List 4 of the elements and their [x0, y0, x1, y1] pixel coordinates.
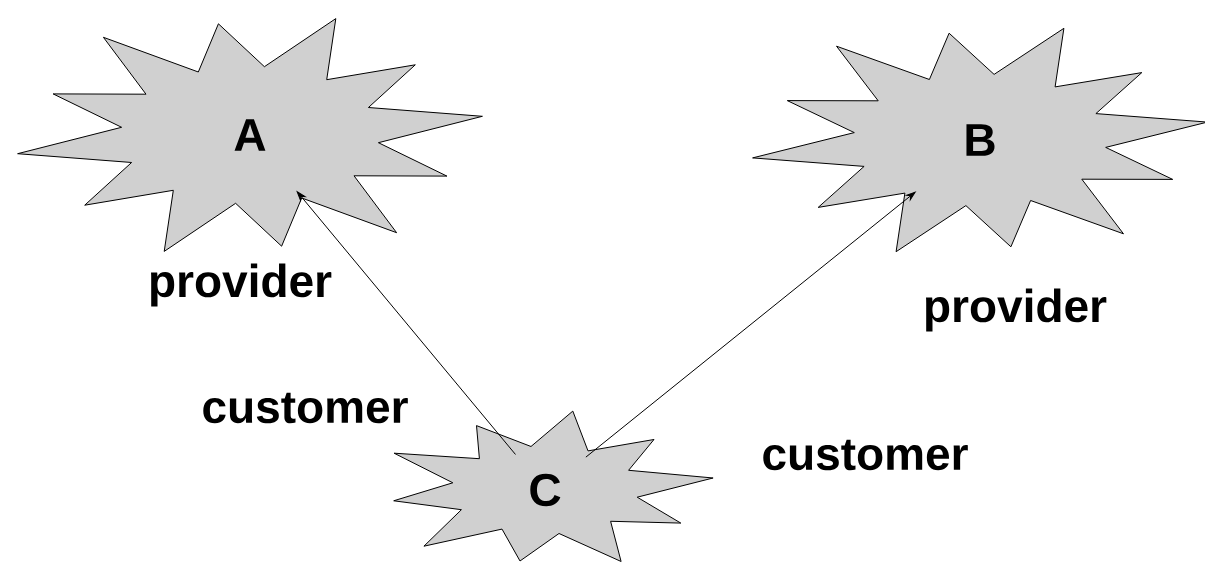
starburst: A: [17, 18, 483, 252]
starburst: B: [752, 27, 1205, 253]
arrow: [296, 191, 516, 455]
arrow: [585, 191, 916, 458]
